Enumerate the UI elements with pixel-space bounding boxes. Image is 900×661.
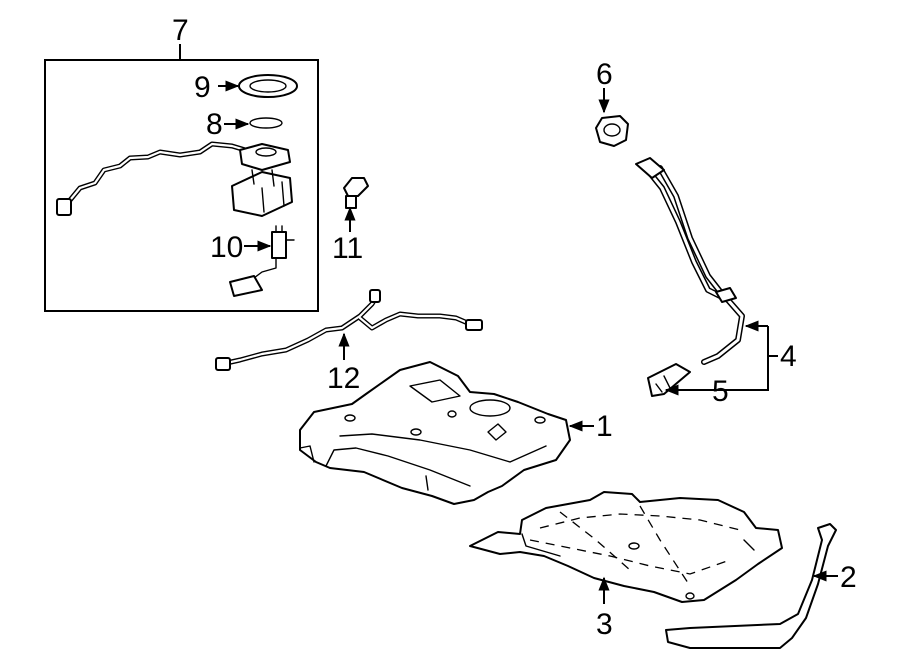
fuel-tank[interactable] xyxy=(299,361,571,505)
lock-ring[interactable] xyxy=(238,74,298,98)
callout-10: 10 xyxy=(210,231,243,264)
fuel-level-sender[interactable] xyxy=(229,225,295,297)
pump-wire-harness[interactable] xyxy=(56,141,255,216)
callout-4: 4 xyxy=(780,340,797,373)
seal-ring[interactable] xyxy=(249,117,283,129)
callout-6: 6 xyxy=(596,58,613,91)
fuel-pump-kit-box xyxy=(44,59,319,312)
callout-11: 11 xyxy=(332,232,363,265)
filler-cap[interactable] xyxy=(595,115,629,147)
filler-pipe[interactable] xyxy=(635,157,745,365)
callout-2: 2 xyxy=(840,561,857,594)
tank-strap[interactable] xyxy=(665,523,837,649)
callout-7: 7 xyxy=(172,14,189,47)
fuel-pump-module[interactable] xyxy=(231,143,293,217)
filler-hose[interactable] xyxy=(647,363,691,397)
callout-8: 8 xyxy=(206,108,223,141)
callout-9: 9 xyxy=(194,71,211,104)
callout-3: 3 xyxy=(596,608,613,641)
callout-5: 5 xyxy=(712,375,729,408)
tank-shield[interactable] xyxy=(469,491,783,603)
tank-wire-harness[interactable] xyxy=(215,289,483,371)
callout-1: 1 xyxy=(596,410,613,443)
callout-4-5-bracket xyxy=(664,320,778,396)
pressure-sensor[interactable] xyxy=(343,177,369,209)
callout-12: 12 xyxy=(327,362,360,395)
